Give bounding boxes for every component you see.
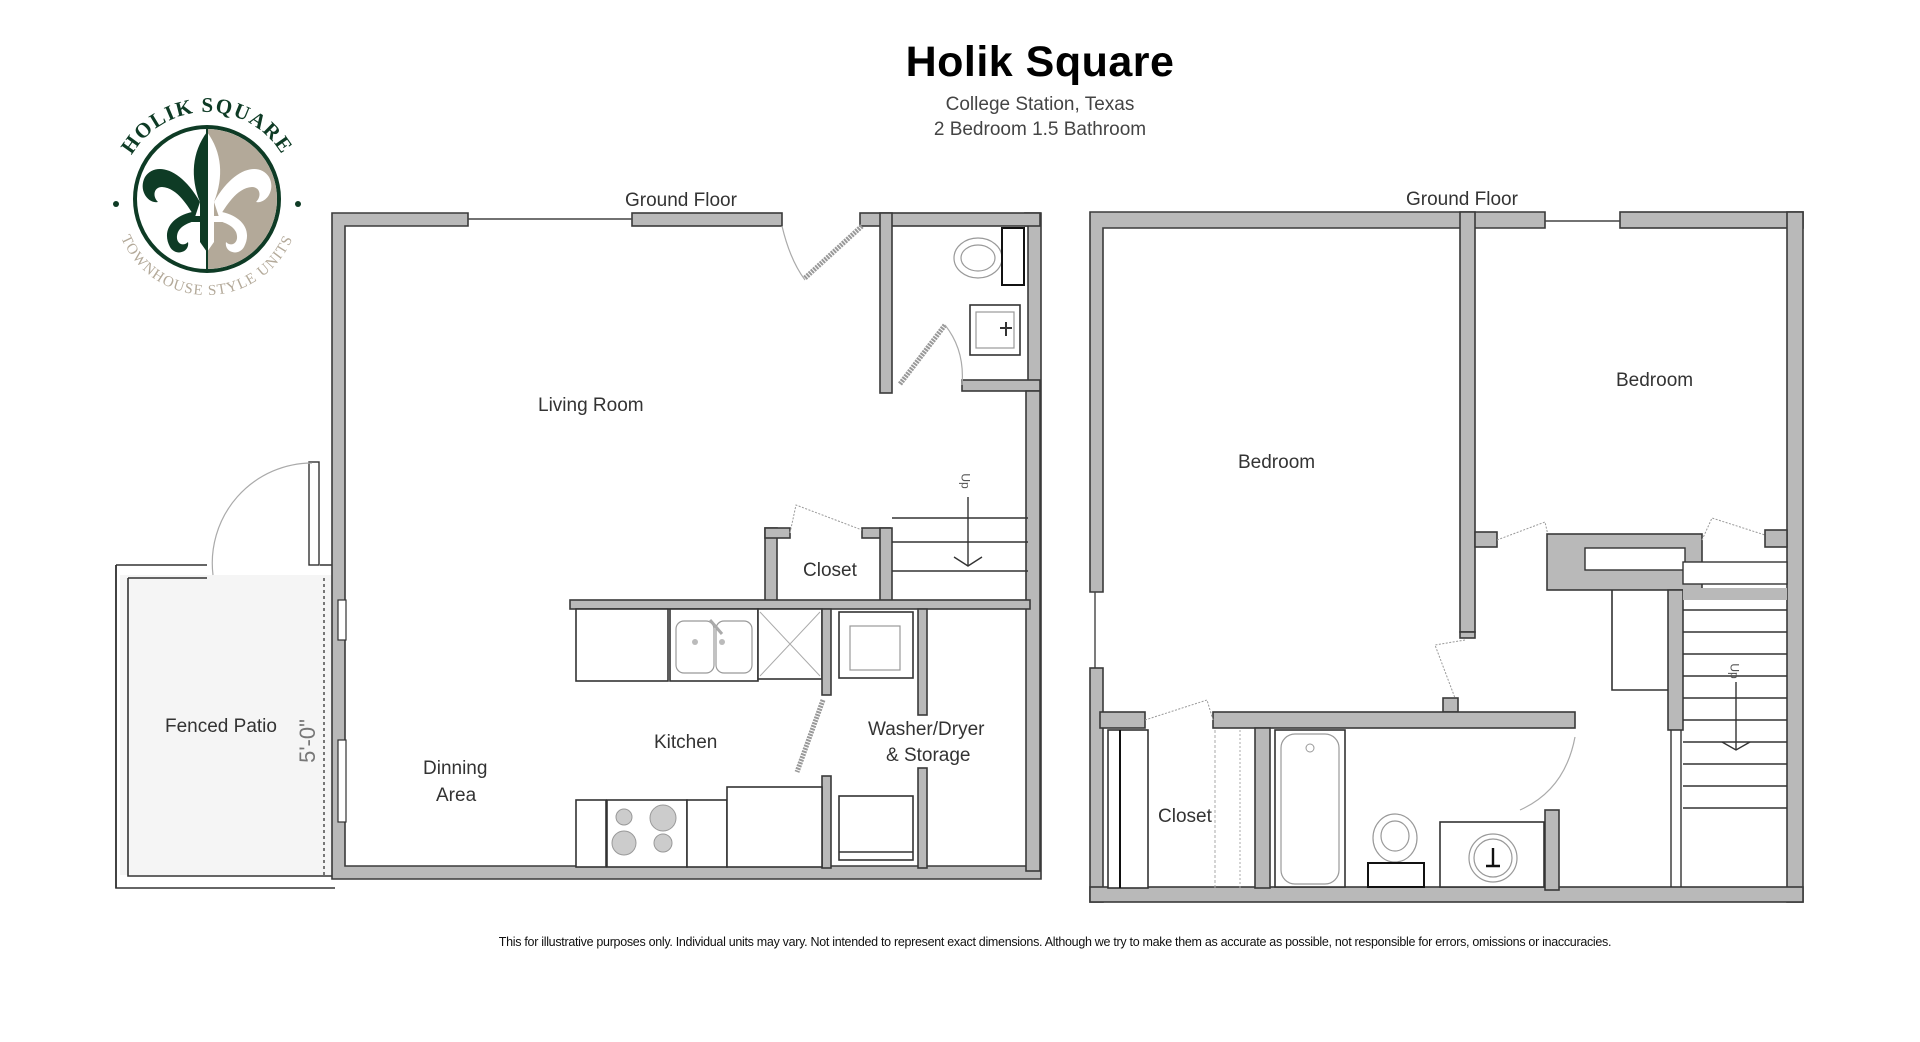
bedroom-2-label: Bedroom xyxy=(1616,370,1694,391)
washer-dryer-label-line2: & Storage xyxy=(886,745,971,766)
left-floor-plan xyxy=(115,212,1042,889)
washer-dryer-label-line1: Washer/Dryer xyxy=(868,719,985,740)
right-floor-plan xyxy=(1089,211,1804,903)
left-closet-label: Closet xyxy=(803,560,857,581)
location-subtitle: College Station, Texas xyxy=(945,94,1135,115)
dining-label-line2: Area xyxy=(436,785,477,806)
dining-label-line1: Dinning xyxy=(423,758,488,779)
bedroom-1-label: Bedroom xyxy=(1238,452,1316,473)
unit-type-subtitle: 2 Bedroom 1.5 Bathroom xyxy=(933,119,1147,140)
fenced-patio-label: Fenced Patio xyxy=(165,716,277,737)
left-floor-label: Ground Floor xyxy=(625,190,737,211)
right-floor-label: Ground Floor xyxy=(1406,189,1518,210)
left-stairs-up-label: Up xyxy=(958,473,973,489)
kitchen-label: Kitchen xyxy=(654,732,718,753)
disclaimer-text: This for illustrative purposes only. Ind… xyxy=(498,935,1612,949)
patio-dimension-label: 5'-0" xyxy=(294,719,320,763)
right-stairs-up-label: Up xyxy=(1727,663,1742,679)
right-closet-label: Closet xyxy=(1158,806,1212,827)
holik-square-logo: HOLIK SQUARE TOWNHOUSE STYLE UNITS xyxy=(100,92,314,306)
fenced-patio xyxy=(115,461,335,889)
fleur-de-lis-icon: HOLIK SQUARE TOWNHOUSE STYLE UNITS xyxy=(113,93,301,299)
plan-title: Holik Square xyxy=(905,38,1175,86)
living-room-label: Living Room xyxy=(538,395,644,416)
